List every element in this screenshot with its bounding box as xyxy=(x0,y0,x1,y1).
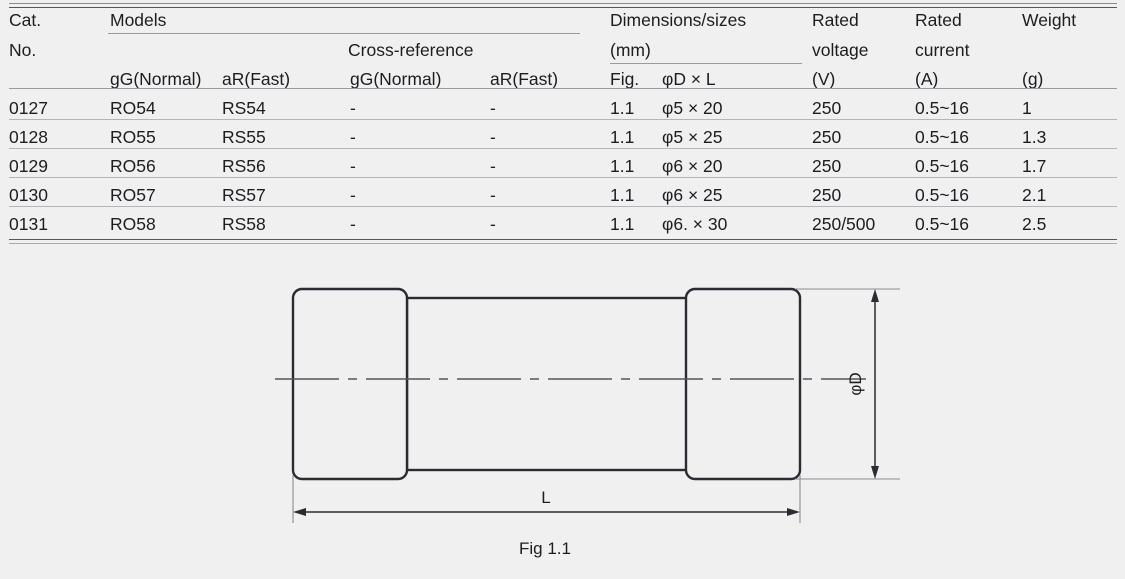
diameter-arrow-down-icon xyxy=(871,466,879,479)
cell-cat-no: 0127 xyxy=(9,98,48,118)
cell-models-gg: RO55 xyxy=(110,127,156,147)
header-rated-current-unit: (A) xyxy=(915,69,939,89)
header-models-group: Models xyxy=(110,10,167,30)
row-separator xyxy=(9,206,1117,207)
cell-diameter-by-length: φ5 × 20 xyxy=(662,98,723,118)
header-rated-voltage-line1: Rated xyxy=(812,10,859,30)
header-models-gg: gG(Normal) xyxy=(110,69,202,89)
header-rated-voltage-line2: voltage xyxy=(812,40,869,60)
cell-xref-ar: - xyxy=(490,214,496,234)
cell-rated-current: 0.5~16 xyxy=(915,156,970,176)
cell-rated-voltage: 250 xyxy=(812,185,842,205)
header-rated-current-line1: Rated xyxy=(915,10,962,30)
cell-models-gg: RO58 xyxy=(110,214,156,234)
fuse-left-end-cap xyxy=(291,287,409,481)
header-models-ar: aR(Fast) xyxy=(222,69,291,89)
figure-caption: Fig 1.1 xyxy=(519,539,571,558)
fuse-body-rect xyxy=(405,296,697,472)
cell-models-ar: RS55 xyxy=(222,127,266,147)
header-cross-reference-group: Cross-reference xyxy=(348,40,474,60)
cell-xref-gg: - xyxy=(350,214,356,234)
cell-xref-gg: - xyxy=(350,127,356,147)
header-dimensions-line1: Dimensions/sizes xyxy=(610,10,747,30)
cell-models-gg: RO54 xyxy=(110,98,156,118)
cell-xref-ar: - xyxy=(490,98,496,118)
row-separator xyxy=(9,148,1117,149)
cell-diameter-by-length: φ6 × 25 xyxy=(662,185,723,205)
cell-rated-voltage: 250 xyxy=(812,127,842,147)
cell-weight: 2.5 xyxy=(1022,214,1047,234)
cell-weight: 1.7 xyxy=(1022,156,1047,176)
cell-fig: 1.1 xyxy=(610,98,635,118)
cell-models-gg: RO56 xyxy=(110,156,156,176)
header-cat-no-line1: Cat. xyxy=(9,10,42,30)
header-bottom-rule xyxy=(9,88,1117,89)
cell-diameter-by-length: φ5 × 25 xyxy=(662,127,723,147)
cell-diameter-by-length: φ6. × 30 xyxy=(662,214,728,234)
cell-cat-no: 0130 xyxy=(9,185,48,205)
cell-models-ar: RS54 xyxy=(222,98,266,118)
cell-rated-voltage: 250 xyxy=(812,156,842,176)
cell-diameter-by-length: φ6 × 20 xyxy=(662,156,723,176)
cell-cat-no: 0129 xyxy=(9,156,48,176)
cell-models-ar: RS56 xyxy=(222,156,266,176)
header-dimensions-line2: (mm) xyxy=(610,40,651,60)
table-bottom-rule xyxy=(9,239,1117,244)
cell-xref-ar: - xyxy=(490,185,496,205)
cell-models-ar: RS58 xyxy=(222,214,266,234)
header-xref-ar: aR(Fast) xyxy=(490,69,559,89)
cell-models-ar: RS57 xyxy=(222,185,266,205)
fuse-dimension-drawing: φD L Fig 1.1 xyxy=(0,255,1125,579)
cell-weight: 1.3 xyxy=(1022,127,1047,147)
cell-fig: 1.1 xyxy=(610,127,635,147)
diameter-label: φD xyxy=(846,372,865,395)
fuse-drawing-svg: φD L xyxy=(275,287,900,523)
cell-xref-gg: - xyxy=(350,98,356,118)
length-arrow-right-icon xyxy=(787,508,800,516)
table-top-rule xyxy=(9,3,1117,8)
cell-weight: 2.1 xyxy=(1022,185,1047,205)
models-group-rule xyxy=(108,33,580,34)
header-weight-line1: Weight xyxy=(1022,10,1077,30)
cell-cat-no: 0128 xyxy=(9,127,48,147)
cell-rated-voltage: 250/500 xyxy=(812,214,876,234)
header-cat-no-line2: No. xyxy=(9,40,37,60)
diameter-arrow-up-icon xyxy=(871,289,879,302)
cell-models-gg: RO57 xyxy=(110,185,156,205)
cell-cat-no: 0131 xyxy=(9,214,48,234)
header-weight-unit: (g) xyxy=(1022,69,1044,89)
row-separator xyxy=(9,119,1117,120)
cell-weight: 1 xyxy=(1022,98,1032,118)
cell-fig: 1.1 xyxy=(610,156,635,176)
cell-xref-ar: - xyxy=(490,127,496,147)
header-rated-voltage-unit: (V) xyxy=(812,69,836,89)
header-rated-current-line2: current xyxy=(915,40,970,60)
cell-rated-current: 0.5~16 xyxy=(915,185,970,205)
cell-rated-current: 0.5~16 xyxy=(915,214,970,234)
cell-rated-current: 0.5~16 xyxy=(915,98,970,118)
cell-xref-gg: - xyxy=(350,185,356,205)
row-separator xyxy=(9,177,1117,178)
cell-xref-ar: - xyxy=(490,156,496,176)
length-label: L xyxy=(541,488,550,507)
cell-rated-current: 0.5~16 xyxy=(915,127,970,147)
dimensions-group-rule xyxy=(610,63,802,64)
length-arrow-left-icon xyxy=(293,508,306,516)
cell-rated-voltage: 250 xyxy=(812,98,842,118)
cell-fig: 1.1 xyxy=(610,185,635,205)
cell-fig: 1.1 xyxy=(610,214,635,234)
fuse-right-end-cap xyxy=(684,287,802,481)
header-diameter-by-length: φD × L xyxy=(662,69,716,89)
header-xref-gg: gG(Normal) xyxy=(350,69,442,89)
header-fig: Fig. xyxy=(610,69,640,89)
cell-xref-gg: - xyxy=(350,156,356,176)
